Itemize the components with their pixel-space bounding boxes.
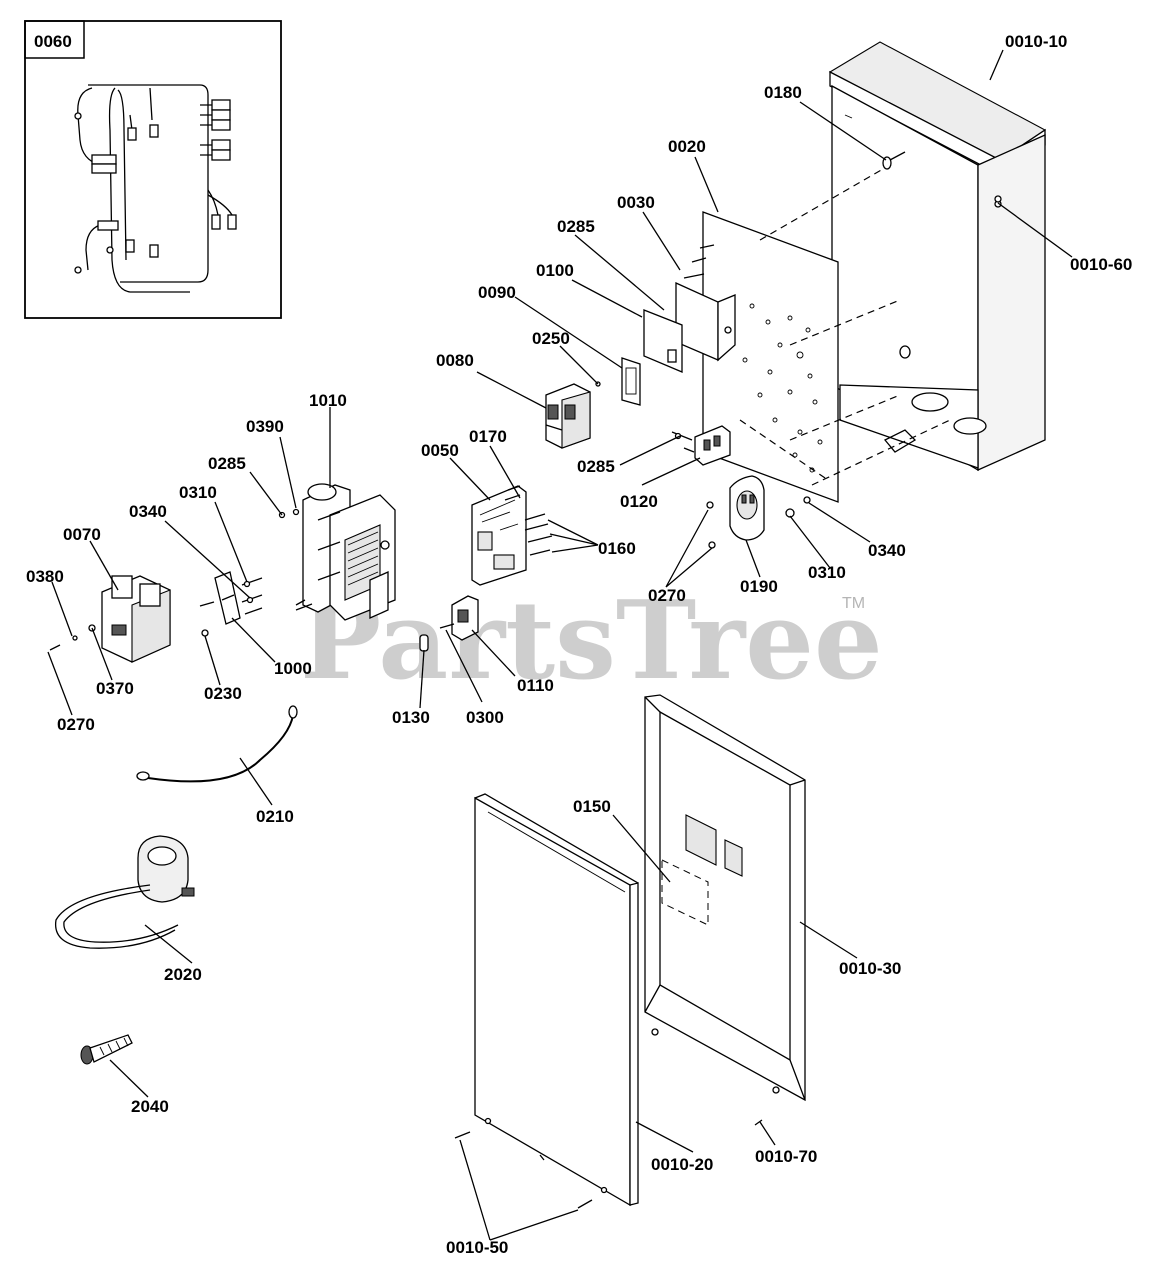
- callout-0010-30: 0010-30: [839, 959, 901, 978]
- callout-1000: 1000: [274, 659, 312, 678]
- callout-0010-70: 0010-70: [755, 1147, 817, 1166]
- front-door: [454, 793, 639, 1209]
- callout-2020: 2020: [164, 965, 202, 984]
- callout-0180: 0180: [764, 83, 802, 102]
- callout-0250: 0250: [532, 329, 570, 348]
- callout-0170: 0170: [469, 427, 507, 446]
- callout-0010-10: 0010-10: [1005, 32, 1067, 51]
- inset-wire-harness: 0060: [24, 20, 282, 319]
- callout-0080: 0080: [436, 351, 474, 370]
- relay-bracket: [675, 244, 736, 362]
- current-transformer: [55, 835, 195, 949]
- callout-0270-b: 0270: [648, 586, 686, 605]
- callout-0030: 0030: [617, 193, 655, 212]
- leader-dash: [739, 419, 829, 481]
- watermark: PartsTree: [300, 578, 883, 704]
- callout-0020: 0020: [668, 137, 706, 156]
- callout-0210: 0210: [256, 807, 294, 826]
- callout-0160: 0160: [598, 539, 636, 558]
- leader-dash: [789, 299, 901, 346]
- callout-0010-60: 0010-60: [1070, 255, 1132, 274]
- callout-0010-50: 0010-50: [446, 1238, 508, 1257]
- callout-0300: 0300: [466, 708, 504, 727]
- ground-wire: [136, 705, 298, 783]
- callout-2040: 2040: [131, 1097, 169, 1116]
- callout-0190: 0190: [740, 577, 778, 596]
- callout-0310-b: 0310: [808, 563, 846, 582]
- inset-label: 0060: [34, 32, 72, 51]
- terminal-block: [671, 425, 731, 466]
- callout-0285-a: 0285: [557, 217, 595, 236]
- callout-0090: 0090: [478, 283, 516, 302]
- circuit-board: [471, 485, 553, 586]
- bolt: [80, 1034, 133, 1065]
- circuit-breaker: [545, 383, 591, 449]
- transfer-switch: [278, 483, 396, 621]
- coil-assembly: [49, 575, 171, 663]
- leader-dash: [811, 419, 951, 486]
- callout-0010-20: 0010-20: [651, 1155, 713, 1174]
- callout-0150: 0150: [573, 797, 611, 816]
- callout-0340-b: 0340: [868, 541, 906, 560]
- callout-0285-c: 0285: [577, 457, 615, 476]
- callout-0370: 0370: [96, 679, 134, 698]
- leader-dash: [789, 394, 901, 441]
- callout-0050: 0050: [421, 441, 459, 460]
- label-plate: [643, 309, 683, 373]
- callout-labels: 0010-10 0180 0020 0010-60 0030 0285 0100…: [26, 32, 1132, 1257]
- receptacle: [706, 475, 811, 549]
- mounting-panel: [702, 211, 839, 503]
- callout-0390: 0390: [246, 417, 284, 436]
- callout-0100: 0100: [536, 261, 574, 280]
- callout-0120: 0120: [620, 492, 658, 511]
- enclosure-box: [828, 41, 1047, 472]
- callout-0070: 0070: [63, 525, 101, 544]
- callout-0230: 0230: [204, 684, 242, 703]
- leader-dash: [759, 164, 891, 241]
- callout-0310-a: 0310: [179, 483, 217, 502]
- leader-lines: [47, 49, 1073, 1241]
- wire-harness-drawing: [74, 84, 237, 293]
- callout-0110: 0110: [517, 676, 554, 695]
- callout-0340-a: 0340: [129, 502, 167, 521]
- bracket-plate: [199, 571, 263, 637]
- watermark-trademark: TM: [842, 595, 865, 612]
- callout-0130: 0130: [392, 708, 430, 727]
- callout-0285-b: 0285: [208, 454, 246, 473]
- callout-0270-a: 0270: [57, 715, 95, 734]
- door-frame: [644, 694, 806, 1126]
- callout-1010: 1010: [309, 391, 347, 410]
- callout-0380: 0380: [26, 567, 64, 586]
